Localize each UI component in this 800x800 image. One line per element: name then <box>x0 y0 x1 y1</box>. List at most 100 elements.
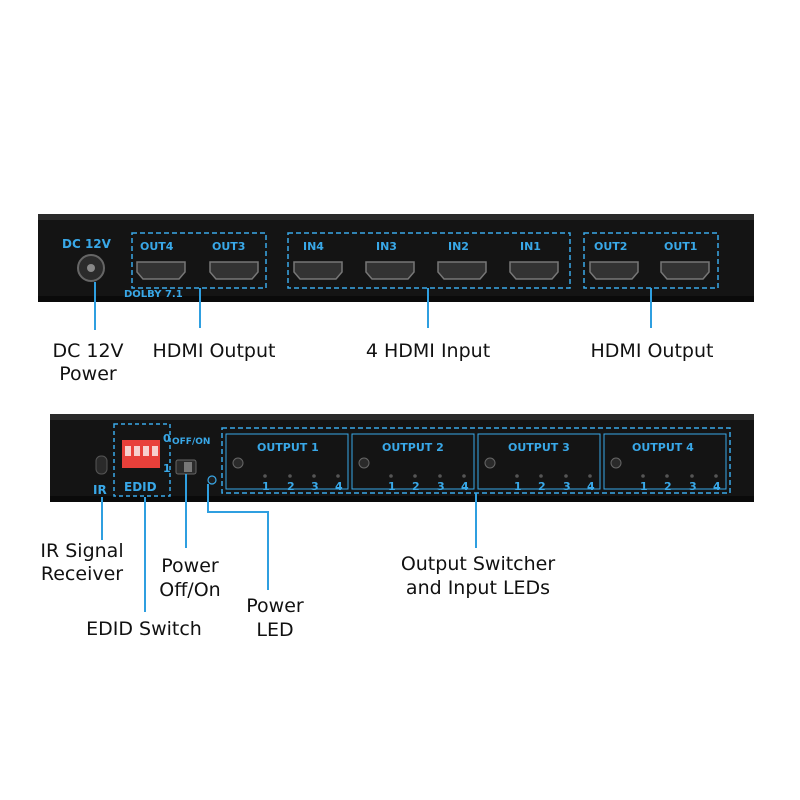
hdmi-port-out4-icon <box>136 261 186 280</box>
edid-group-box <box>113 423 171 497</box>
callout-output-switcher-line2: and Input LEDs <box>406 577 550 599</box>
output-section-1: OUTPUT 1 1 2 3 4 <box>225 433 349 493</box>
output-1-led-1-label: 1 <box>262 480 270 493</box>
callout-ir-line1: IR Signal <box>40 540 123 562</box>
dip-bottom-label: 1 <box>163 462 171 475</box>
port-label-in2: IN2 <box>448 240 469 253</box>
output-2-led-4-label: 4 <box>461 480 469 493</box>
output-4-led-2-icon <box>665 474 669 478</box>
output-2-select-button[interactable] <box>358 457 370 469</box>
callout-hdmi-output-left: HDMI Output <box>153 340 276 362</box>
power-switch-knob-icon <box>184 462 192 472</box>
output-4-select-button[interactable] <box>610 457 622 469</box>
dip-switch-3-icon <box>143 446 149 456</box>
ir-label: IR <box>93 483 107 497</box>
port-label-out2: OUT2 <box>594 240 627 253</box>
output-2-led-2-icon <box>413 474 417 478</box>
output-4-led-1-label: 1 <box>640 480 648 493</box>
output-3-led-2-label: 2 <box>538 480 546 493</box>
output-4-led-1-icon <box>641 474 645 478</box>
output-2-led-3-icon <box>438 474 442 478</box>
port-label-out3: OUT3 <box>212 240 245 253</box>
output-4-led-2-label: 2 <box>664 480 672 493</box>
port-label-in3: IN3 <box>376 240 397 253</box>
hdmi-port-in3-icon <box>365 261 415 280</box>
output-1-led-1-icon <box>263 474 267 478</box>
hdmi-port-out3-icon <box>209 261 259 280</box>
output-3-label: OUTPUT 3 <box>508 441 570 454</box>
output-section-2: OUTPUT 2 1 2 3 4 <box>351 433 475 493</box>
output-1-led-3-label: 3 <box>311 480 319 493</box>
callout-output-switcher-line1: Output Switcher <box>401 553 556 575</box>
callout-ir-line2: Receiver <box>41 563 123 585</box>
callout-power-led-line2: LED <box>256 619 293 641</box>
port-label-in1: IN1 <box>520 240 541 253</box>
dip-switch-1-icon <box>125 446 131 456</box>
port-label-in4: IN4 <box>303 240 324 253</box>
front-panel: IR 0 1 EDID OFF/ON OUTPUT 1 1 2 3 <box>50 414 754 502</box>
hdmi-port-out2-icon <box>589 261 639 280</box>
front-panel-bottom-edge <box>50 496 754 502</box>
rear-panel: DC 12V OUT4 OUT3 DOLBY 7.1 IN4 IN3 IN2 I… <box>38 214 754 302</box>
output-3-led-2-icon <box>539 474 543 478</box>
rear-panel-top-edge <box>38 214 754 220</box>
output-2-led-3-label: 3 <box>437 480 445 493</box>
output-2-led-2-label: 2 <box>412 480 420 493</box>
dip-top-label: 0 <box>163 432 171 445</box>
edid-label: EDID <box>124 480 157 494</box>
dolby-label: DOLBY 7.1 <box>124 289 183 300</box>
output-4-led-4-label: 4 <box>713 480 721 493</box>
callout-dc-power-line2: Power <box>59 363 117 385</box>
output-4-frame <box>603 433 727 490</box>
output-3-select-button[interactable] <box>484 457 496 469</box>
output-3-led-1-icon <box>515 474 519 478</box>
power-led-icon <box>207 475 217 485</box>
output-1-led-2-label: 2 <box>287 480 295 493</box>
in-group-box <box>287 232 571 289</box>
output-2-frame <box>351 433 475 490</box>
output-4-label: OUTPUT 4 <box>632 441 694 454</box>
callout-power-led-line1: Power <box>246 595 304 617</box>
port-label-out1: OUT1 <box>664 240 697 253</box>
output-1-frame <box>225 433 349 490</box>
rear-callout-lines <box>94 282 652 330</box>
output-2-label: OUTPUT 2 <box>382 441 444 454</box>
callout-power-switch-line1: Power <box>161 555 219 577</box>
dc-jack-pin-icon <box>87 264 95 272</box>
output-1-led-4-icon <box>336 474 340 478</box>
output-3-led-3-label: 3 <box>563 480 571 493</box>
output-1-select-button[interactable] <box>232 457 244 469</box>
output-4-led-4-icon <box>714 474 718 478</box>
output-3-frame <box>477 433 601 490</box>
callout-line-power-led <box>207 484 269 590</box>
output-2-led-1-icon <box>389 474 393 478</box>
dc-12v-label: DC 12V <box>62 237 112 251</box>
output-3-led-4-label: 4 <box>587 480 595 493</box>
front-panel-top-edge <box>50 414 754 420</box>
output-3-led-1-label: 1 <box>514 480 522 493</box>
output-1-label: OUTPUT 1 <box>257 441 319 454</box>
output-1-led-3-icon <box>312 474 316 478</box>
callout-power-switch-line2: Off/On <box>159 579 220 601</box>
dip-switch-2-icon <box>134 446 140 456</box>
output-1-led-2-icon <box>288 474 292 478</box>
output-4-led-3-icon <box>690 474 694 478</box>
output-section-4: OUTPUT 4 1 2 3 4 <box>603 433 727 493</box>
output-3-led-4-icon <box>588 474 592 478</box>
power-switch-label: OFF/ON <box>172 437 210 447</box>
hdmi-port-in1-icon <box>509 261 559 280</box>
front-callout-lines <box>101 474 477 612</box>
callout-hdmi-input: 4 HDMI Input <box>366 340 490 362</box>
output-2-led-4-icon <box>462 474 466 478</box>
output-4-led-3-label: 3 <box>689 480 697 493</box>
output-2-led-1-label: 1 <box>388 480 396 493</box>
hdmi-port-in2-icon <box>437 261 487 280</box>
callout-edid-switch: EDID Switch <box>86 618 202 640</box>
output-section-3: OUTPUT 3 1 2 3 4 <box>477 433 601 493</box>
hdmi-port-in4-icon <box>293 261 343 280</box>
output-1-led-4-label: 4 <box>335 480 343 493</box>
callout-dc-power-line1: DC 12V <box>52 340 123 362</box>
rear-panel-bottom-edge <box>38 296 754 302</box>
callout-hdmi-output-right: HDMI Output <box>591 340 714 362</box>
